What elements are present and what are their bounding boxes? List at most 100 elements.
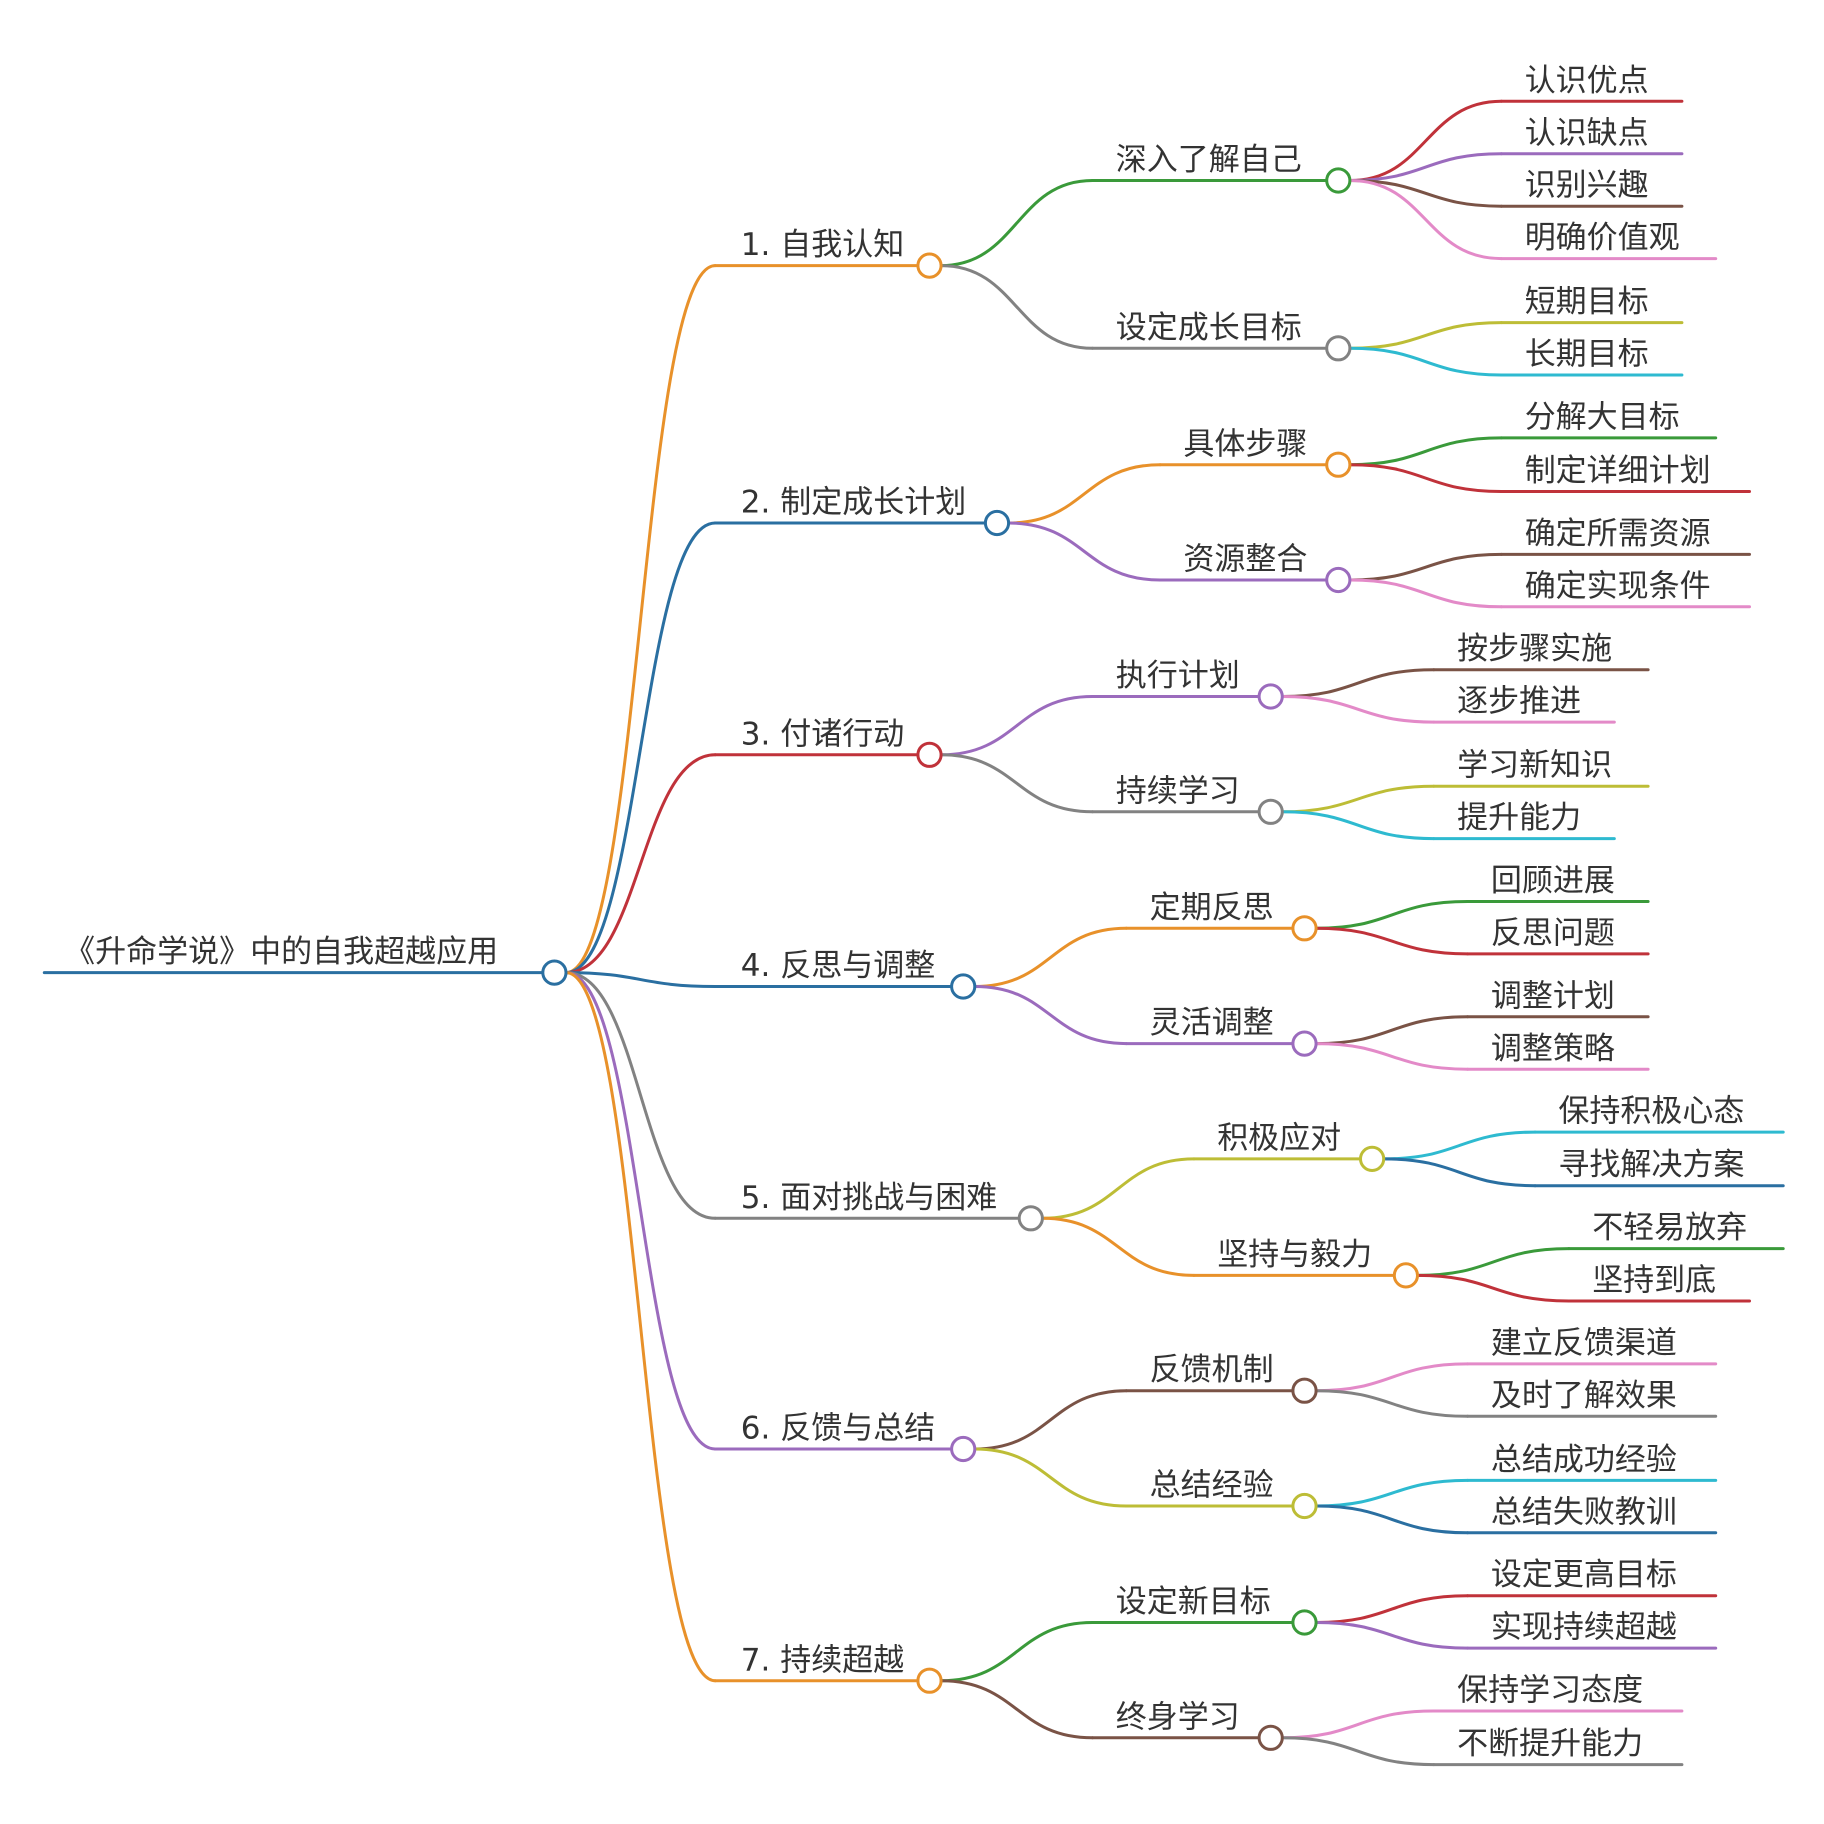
subtopic-2-2: 资源整合	[1183, 542, 1307, 578]
subtopic-7-2: 终身学习	[1116, 1699, 1240, 1735]
leaf-edge-4-1-2	[1314, 926, 1470, 956]
leaf-topic-4-1-1: 回顾进展	[1491, 863, 1615, 899]
subtopic-1-1: 深入了解自己	[1116, 142, 1302, 178]
subtopic-edge-7-2	[939, 1679, 1094, 1740]
leaf-topic-3-2-2: 提升能力	[1457, 800, 1581, 836]
leaf-edge-2-2-2	[1348, 578, 1503, 609]
leaf-edge-6-1-1	[1314, 1362, 1470, 1393]
subtopic-collapse-toggle-3-1[interactable]	[1257, 683, 1284, 710]
subtopic-edge-6-1	[973, 1389, 1128, 1451]
branch-topic-1: 1. 自我认知	[741, 227, 904, 263]
leaf-topic-7-2-2: 不断提升能力	[1457, 1726, 1643, 1762]
subtopic-collapse-toggle-1-1[interactable]	[1325, 167, 1352, 194]
leaf-topic-3-1-1: 按步骤实施	[1457, 631, 1612, 667]
subtopic-collapse-toggle-5-1[interactable]	[1359, 1145, 1386, 1173]
subtopic-3-2: 持续学习	[1116, 773, 1240, 809]
branch-edge-4	[564, 971, 717, 988]
leaf-topic-4-1-2: 反思问题	[1491, 915, 1615, 951]
leaf-edge-2-1-2	[1348, 463, 1503, 493]
leaf-edge-1-1-3	[1348, 179, 1503, 208]
leaf-topic-3-1-2: 逐步推进	[1457, 684, 1581, 720]
branch-collapse-toggle-3[interactable]	[916, 741, 943, 768]
leaf-topic-5-2-1: 不轻易放弃	[1592, 1210, 1747, 1246]
subtopic-5-2: 坚持与毅力	[1217, 1237, 1372, 1273]
subtopic-collapse-toggle-2-1[interactable]	[1325, 451, 1352, 478]
edges-layer	[42, 99, 1785, 1767]
root-collapse-toggle[interactable]	[541, 959, 568, 986]
branch-collapse-toggle-6[interactable]	[950, 1435, 977, 1463]
leaf-edge-7-1-1	[1314, 1594, 1470, 1624]
leaf-topic-1-2-1: 短期目标	[1525, 284, 1649, 320]
leaf-edge-7-2-1	[1280, 1709, 1436, 1740]
subtopic-collapse-toggle-7-1[interactable]	[1291, 1609, 1318, 1636]
branch-edge-5	[564, 971, 717, 1220]
subtopic-4-1: 定期反思	[1150, 890, 1274, 926]
subtopic-edge-5-1	[1041, 1157, 1196, 1220]
subtopic-collapse-toggle-6-2[interactable]	[1291, 1492, 1318, 1520]
subtopic-2-1: 具体步骤	[1183, 426, 1307, 462]
subtopic-7-1: 设定新目标	[1116, 1584, 1271, 1620]
branch-topic-2: 2. 制定成长计划	[741, 485, 966, 521]
subtopic-5-1: 积极应对	[1217, 1120, 1341, 1156]
subtopic-edge-3-2	[939, 753, 1094, 814]
subtopic-edge-2-2	[1007, 521, 1162, 582]
leaf-edge-7-2-2	[1280, 1736, 1436, 1767]
leaf-edge-1-2-1	[1348, 321, 1503, 350]
subtopic-collapse-toggle-1-2[interactable]	[1325, 335, 1352, 362]
branch-collapse-toggle-2[interactable]	[983, 509, 1011, 537]
subtopic-edge-7-1	[939, 1621, 1094, 1683]
branch-edge-1	[564, 264, 717, 975]
leaf-edge-2-2-1	[1348, 552, 1503, 582]
leaf-topic-5-1-1: 保持积极心态	[1558, 1094, 1744, 1130]
subtopic-edge-5-2	[1041, 1216, 1196, 1277]
branch-topic-6: 6. 反馈与总结	[741, 1411, 935, 1447]
leaf-topic-2-1-2: 制定详细计划	[1525, 453, 1711, 489]
leaf-topic-6-2-1: 总结成功经验	[1491, 1442, 1677, 1478]
leaf-topic-3-2-1: 学习新知识	[1457, 748, 1612, 784]
leaf-topic-1-1-4: 明确价值观	[1525, 220, 1680, 256]
leaf-topic-7-2-1: 保持学习态度	[1457, 1673, 1643, 1709]
subtopic-collapse-toggle-6-1[interactable]	[1291, 1377, 1318, 1404]
leaf-topic-6-1-2: 及时了解效果	[1491, 1378, 1677, 1414]
subtopic-collapse-toggle-7-2[interactable]	[1257, 1724, 1284, 1751]
subtopic-collapse-toggle-3-2[interactable]	[1257, 798, 1284, 825]
leaf-edge-3-1-2	[1280, 695, 1436, 724]
leaf-topic-7-1-2: 实现持续超越	[1491, 1610, 1677, 1646]
leaf-edge-5-2-1	[1416, 1247, 1571, 1277]
branch-collapse-toggle-4[interactable]	[950, 973, 977, 1000]
leaf-topic-2-2-1: 确定所需资源	[1525, 516, 1711, 552]
leaf-edge-4-1-1	[1314, 900, 1470, 930]
leaf-topic-7-1-1: 设定更高目标	[1491, 1557, 1677, 1593]
subtopic-edge-3-1	[939, 695, 1094, 757]
leaf-topic-1-2-2: 长期目标	[1525, 337, 1649, 373]
leaf-edge-2-1-1	[1348, 436, 1503, 467]
subtopic-4-2: 灵活调整	[1150, 1005, 1274, 1041]
subtopic-collapse-toggle-5-2[interactable]	[1392, 1262, 1420, 1289]
leaf-topic-5-1-2: 寻找解决方案	[1558, 1147, 1744, 1183]
branch-topic-5: 5. 面对挑战与困难	[741, 1180, 997, 1216]
leaf-topic-2-1-1: 分解大目标	[1525, 400, 1680, 436]
branch-collapse-toggle-1[interactable]	[916, 252, 943, 279]
leaf-topic-5-2-2: 坚持到底	[1592, 1263, 1716, 1299]
subtopic-collapse-toggle-4-2[interactable]	[1291, 1030, 1318, 1057]
branch-edge-2	[564, 521, 717, 975]
leaf-topic-6-1-1: 建立反馈渠道	[1491, 1325, 1677, 1361]
leaf-edge-5-1-1	[1382, 1130, 1537, 1161]
root-topic: 《升命学说》中的自我超越应用	[64, 934, 498, 970]
branch-collapse-toggle-5[interactable]	[1017, 1205, 1044, 1232]
leaf-topic-1-1-2: 认识缺点	[1525, 115, 1649, 151]
branch-edge-3	[564, 753, 717, 975]
branch-collapse-toggle-7[interactable]	[916, 1667, 943, 1694]
leaf-edge-6-1-2	[1314, 1389, 1470, 1418]
leaf-edge-3-2-2	[1280, 810, 1436, 841]
leaf-edge-1-1-1	[1348, 99, 1503, 182]
subtopic-1-2: 设定成长目标	[1116, 310, 1302, 346]
subtopic-collapse-toggle-4-1[interactable]	[1291, 915, 1318, 942]
leaf-edge-1-1-4	[1348, 179, 1503, 261]
leaf-topic-1-1-1: 认识优点	[1525, 63, 1649, 99]
subtopic-edge-4-1	[973, 926, 1128, 988]
leaf-edge-1-1-2	[1348, 152, 1503, 182]
branch-topic-7: 7. 持续超越	[741, 1642, 904, 1678]
subtopic-collapse-toggle-2-2[interactable]	[1325, 566, 1352, 594]
